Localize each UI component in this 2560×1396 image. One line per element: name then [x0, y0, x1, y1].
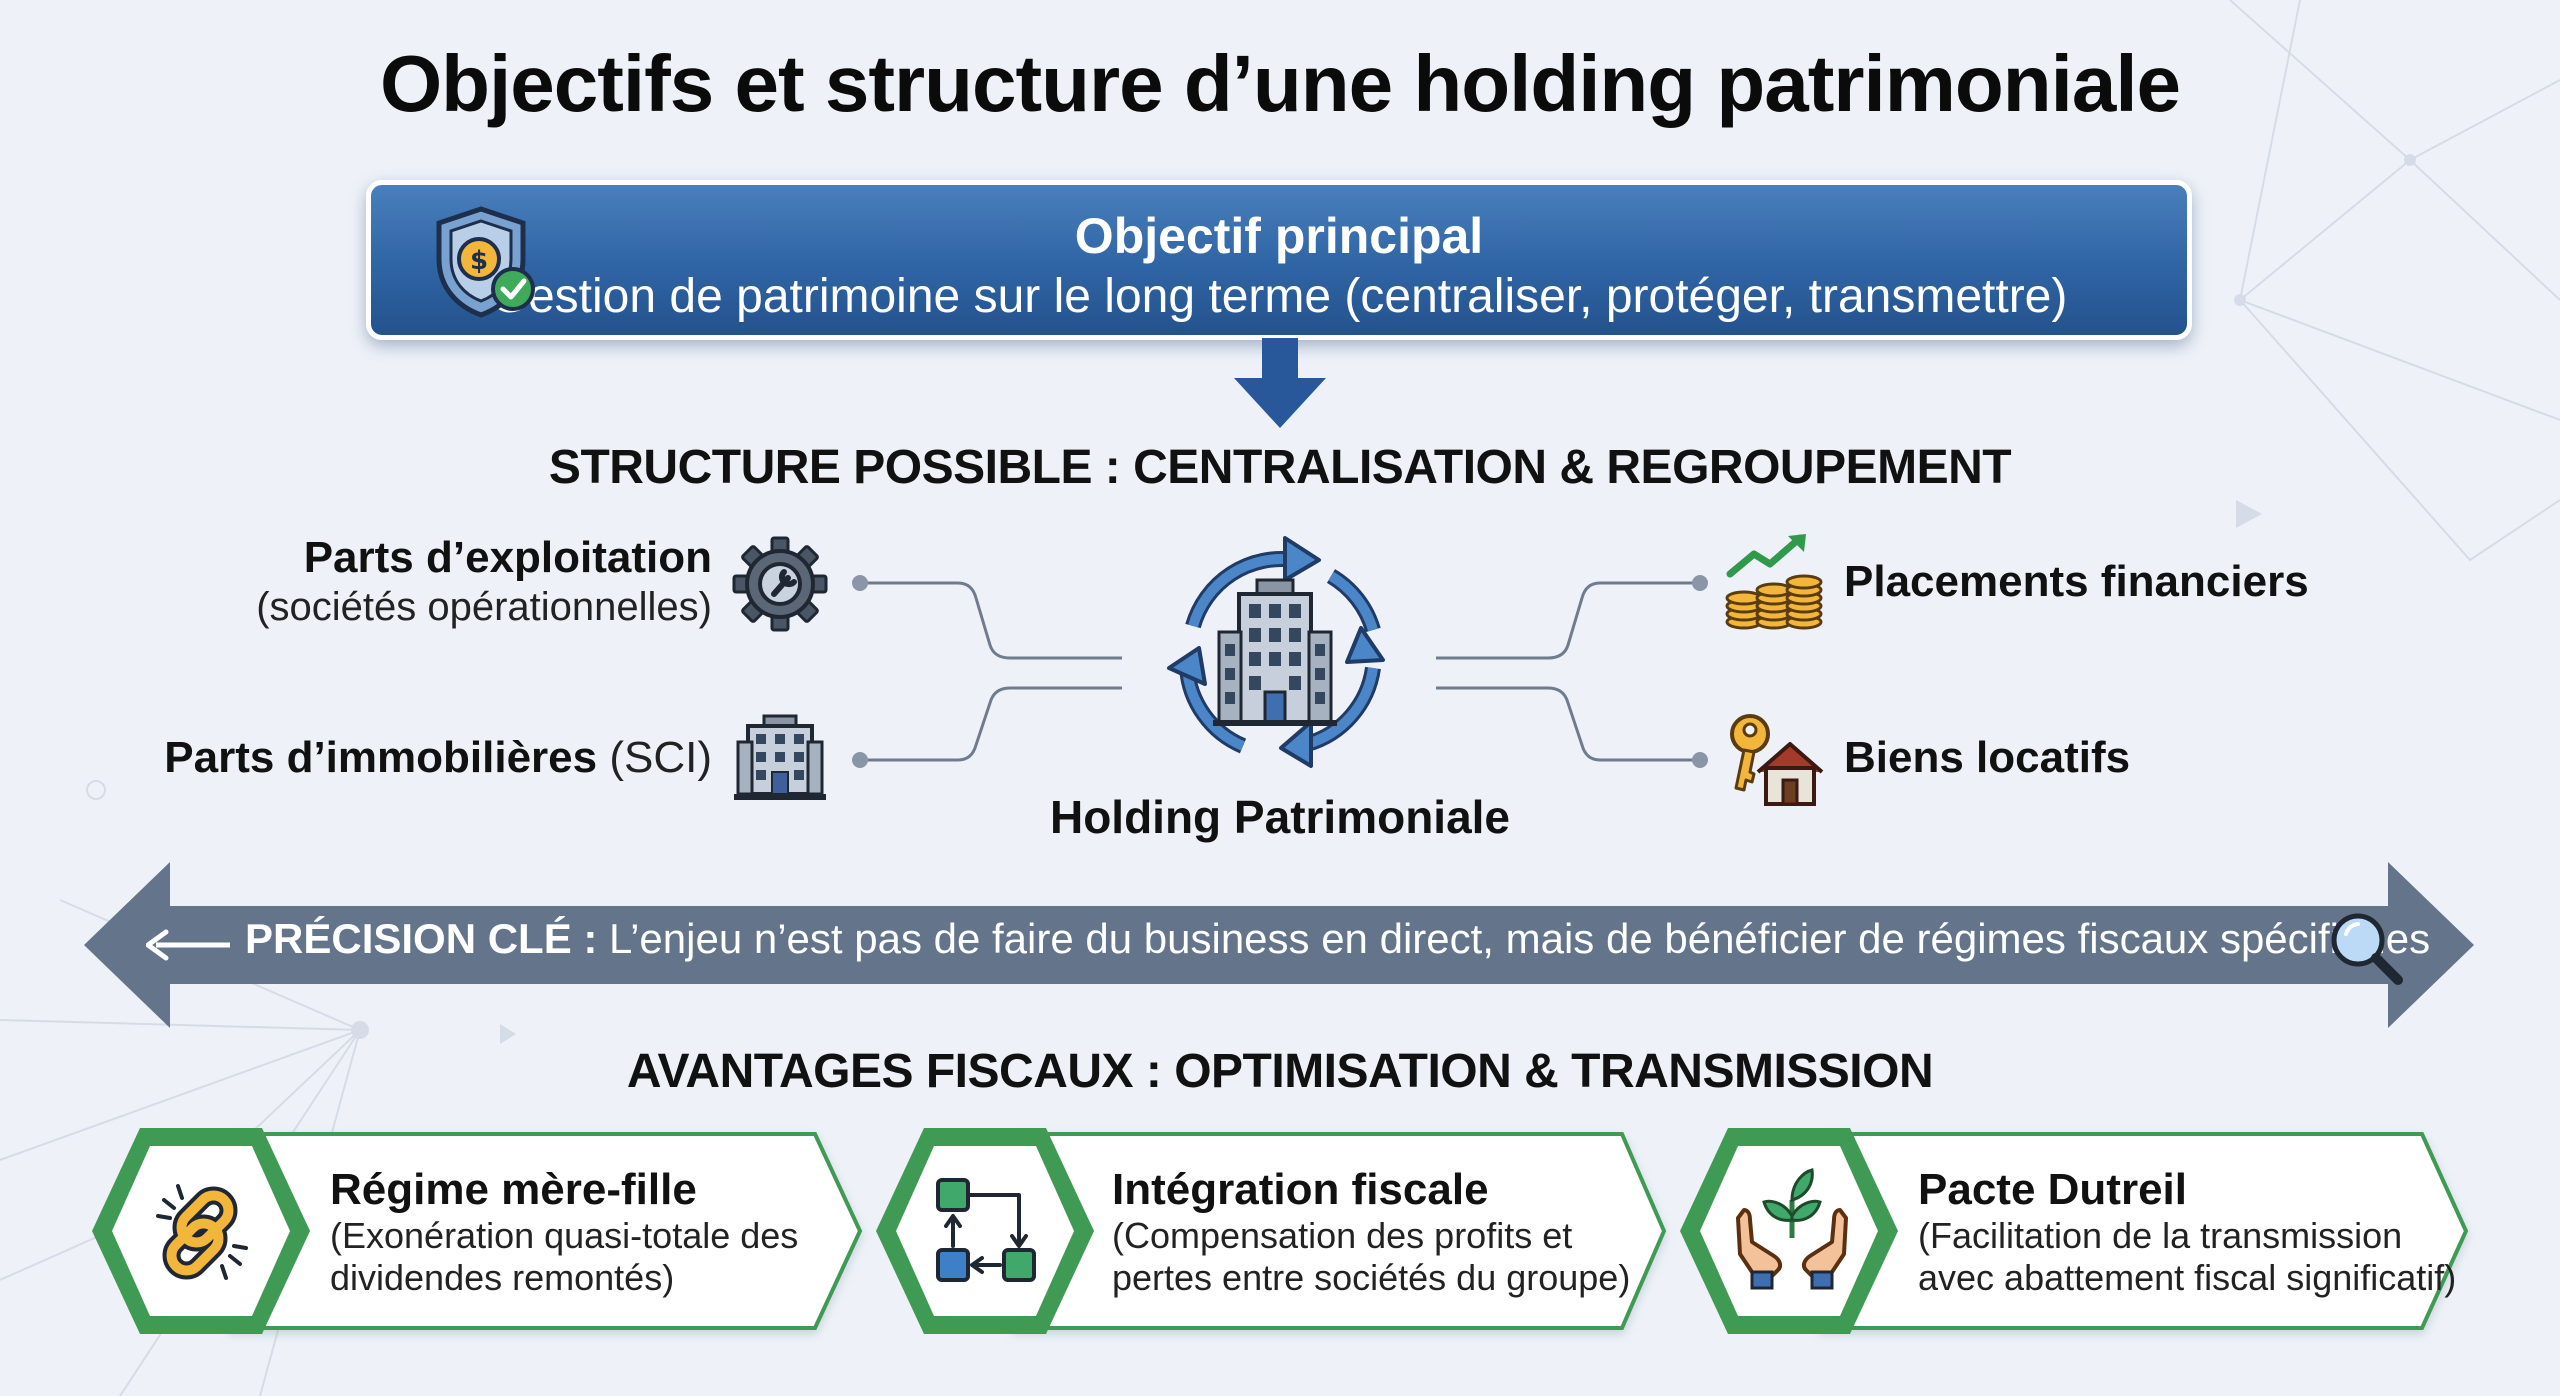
left-item-immobilieres: Parts d’immobilières (SCI): [150, 733, 712, 783]
card-title: Régime mère-fille: [330, 1165, 697, 1214]
left-item-immobilieres-title: Parts d’immobilières: [164, 733, 598, 782]
chain-link-icon: [156, 1184, 248, 1280]
card-title: Intégration fiscale: [1112, 1165, 1489, 1214]
card-desc-line2: pertes entre sociétés du groupe): [1112, 1257, 1631, 1298]
objective-heading: Objectif principal: [1074, 208, 1484, 264]
advantage-card-dutreil: Pacte Dutreil (Facilitation de la transm…: [1918, 1165, 2456, 1299]
holding-center-label: Holding Patrimoniale: [1049, 791, 1511, 843]
left-arrow-icon: [146, 929, 230, 961]
svg-text:$: $: [470, 246, 488, 276]
structure-heading: STRUCTURE POSSIBLE : CENTRALISATION & RE…: [548, 441, 2012, 494]
magnifier-icon: [2331, 913, 2403, 985]
hands-plant-icon: [1736, 1168, 1848, 1290]
objective-subtitle: Gestion de patrimoine sur le long terme …: [490, 270, 2068, 323]
precision-body: L’enjeu n’est pas de faire du business e…: [597, 915, 2431, 962]
advantage-card-mere-fille: Régime mère-fille (Exonération quasi-tot…: [330, 1165, 798, 1299]
apartment-building-icon: [734, 714, 826, 800]
card-desc-line1: (Exonération quasi-totale des: [330, 1215, 799, 1256]
precision-double-arrow: [84, 862, 2474, 1028]
right-item-placements: Placements financiers: [1844, 557, 2309, 606]
card-desc-line1: (Facilitation de la transmission: [1918, 1215, 2403, 1256]
left-item-exploitation-subtitle: (sociétés opérationnelles): [256, 585, 712, 629]
shield-dollar-check-icon: $: [436, 206, 535, 318]
flow-squares-icon: [936, 1178, 1036, 1282]
precision-text: PRÉCISION CLÉ : L’enjeu n’est pas de fai…: [245, 915, 2430, 963]
card-desc-line1: (Compensation des profits et: [1112, 1215, 1573, 1256]
advantages-heading: AVANTAGES FISCAUX : OPTIMISATION & TRANS…: [626, 1045, 1934, 1098]
card-title: Pacte Dutreil: [1918, 1165, 2187, 1214]
left-item-immobilieres-suffix: (SCI): [597, 733, 712, 782]
left-item-exploitation: Parts d’exploitation (sociétés opération…: [200, 533, 712, 630]
key-house-icon: [1730, 714, 1824, 806]
card-desc-line2: dividendes remontés): [330, 1257, 675, 1298]
gear-wrench-icon: [732, 536, 828, 632]
left-item-exploitation-title: Parts d’exploitation: [303, 533, 712, 582]
precision-label: PRÉCISION CLÉ :: [245, 915, 598, 962]
advantage-card-integration: Intégration fiscale (Compensation des pr…: [1112, 1165, 1630, 1299]
objective-banner: Objectif principal Gestion de patrimoine…: [366, 180, 2192, 340]
right-item-biens-locatifs: Biens locatifs: [1844, 733, 2131, 782]
down-arrow-icon: [1234, 338, 1326, 428]
coins-growth-icon: [1725, 534, 1823, 630]
page-title: Objectifs et structure d’une holding pat…: [379, 39, 2181, 128]
holding-center-icon: [1167, 536, 1385, 768]
card-desc-line2: avec abattement fiscal significatif): [1918, 1257, 2457, 1298]
